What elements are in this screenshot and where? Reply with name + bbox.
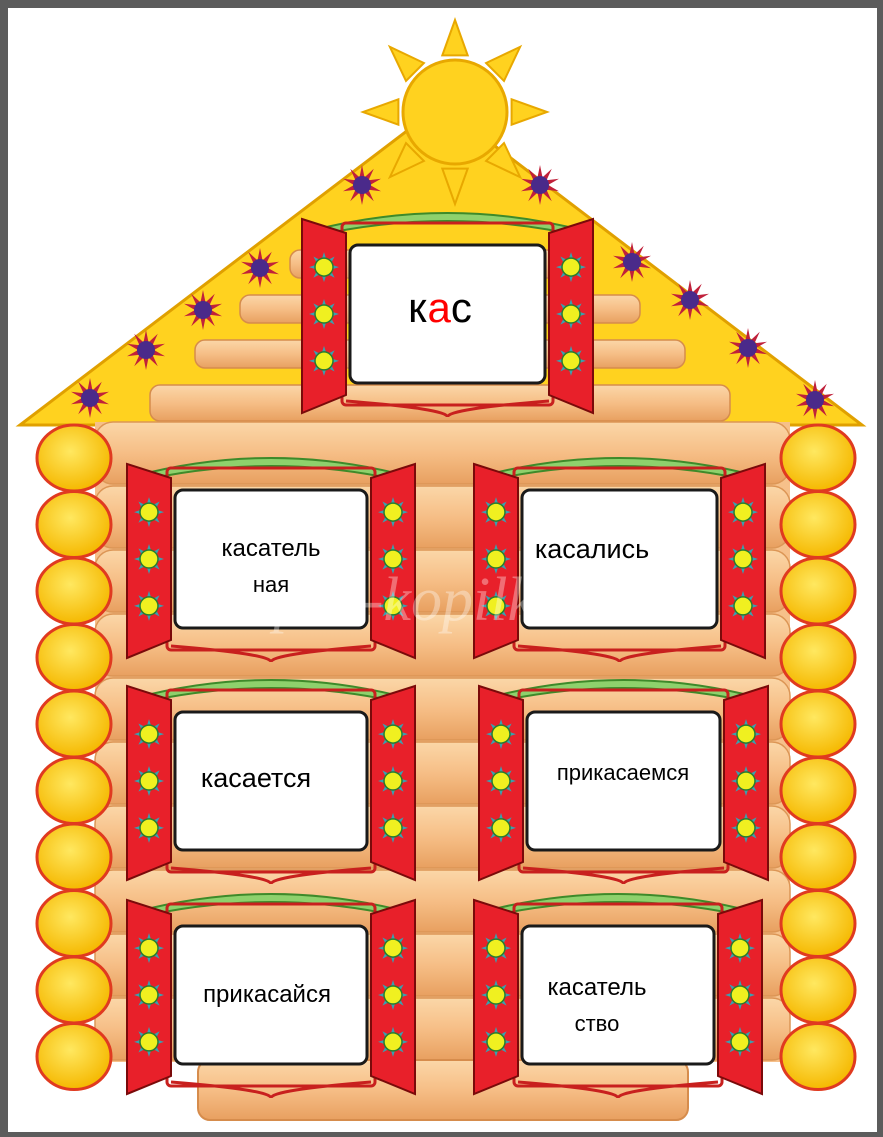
- window-word-line2: ство: [575, 1011, 620, 1036]
- shutter-flower-center: [384, 772, 402, 790]
- log-end: [781, 957, 855, 1023]
- word-highlight-letter: а: [427, 284, 451, 331]
- roof-star-center: [353, 176, 371, 194]
- shutter-flower-center: [731, 986, 749, 1004]
- shutter-flower-center: [487, 986, 505, 1004]
- shutter-flower-center: [140, 939, 158, 957]
- window-word-line1: касается: [201, 763, 311, 793]
- shutter-flower-center: [140, 1033, 158, 1051]
- log-end: [781, 824, 855, 890]
- log-end: [781, 1024, 855, 1090]
- shutter-flower-center: [140, 597, 158, 615]
- shutter-flower-center: [140, 725, 158, 743]
- shutter-flower-center: [731, 1033, 749, 1051]
- roof-window-word: кас: [408, 284, 472, 331]
- sun-icon: [363, 20, 547, 204]
- roof-star-center: [623, 253, 641, 271]
- roof-star-center: [137, 341, 155, 359]
- shutter-flower-center: [734, 550, 752, 568]
- log-end: [781, 758, 855, 824]
- roof-star-center: [194, 301, 212, 319]
- roof-star-center: [739, 339, 757, 357]
- shutter-flower-center: [140, 819, 158, 837]
- shutter-flower-center: [731, 939, 749, 957]
- shutter-flower-center: [734, 597, 752, 615]
- log-end: [781, 891, 855, 957]
- shutter-flower-center: [384, 939, 402, 957]
- shutter-flower-center: [384, 819, 402, 837]
- roof-star-center: [806, 391, 824, 409]
- window-word-line1: касались: [535, 534, 649, 564]
- log-end: [37, 558, 111, 624]
- shutter-flower-center: [562, 258, 580, 276]
- shutter-flower-center: [140, 986, 158, 1004]
- shutter-flower-center: [562, 352, 580, 370]
- window-word-line1: прикасаемся: [557, 760, 689, 785]
- shutter-flower-center: [487, 1033, 505, 1051]
- log-end: [37, 425, 111, 491]
- shutter-flower-center: [140, 550, 158, 568]
- shutter-flower-center: [384, 503, 402, 521]
- log-end: [37, 625, 111, 691]
- log-end: [37, 758, 111, 824]
- shutter-flower-center: [492, 772, 510, 790]
- sun-disc: [403, 60, 507, 164]
- shutter-flower-center: [492, 819, 510, 837]
- log-end: [37, 1024, 111, 1090]
- shutter-flower-center: [737, 725, 755, 743]
- shutter-flower-center: [487, 939, 505, 957]
- log-end: [781, 558, 855, 624]
- log-end: [781, 425, 855, 491]
- log-end: [37, 492, 111, 558]
- word-prefix: к: [408, 284, 427, 331]
- roof-star-center: [81, 389, 99, 407]
- shutter-flower-center: [315, 352, 333, 370]
- log-end: [781, 625, 855, 691]
- word-suffix: с: [451, 284, 472, 331]
- shutter-flower-center: [384, 1033, 402, 1051]
- log-end: [781, 691, 855, 757]
- shutter-flower-center: [315, 305, 333, 323]
- shutter-flower-center: [487, 503, 505, 521]
- foundation-log: [198, 1060, 688, 1120]
- attic-log: [150, 385, 730, 421]
- log-end: [37, 691, 111, 757]
- shutter-flower-center: [737, 819, 755, 837]
- window-word-line1: касатель: [222, 535, 321, 562]
- window-word-line1: касатель: [548, 974, 647, 1001]
- log-end: [37, 891, 111, 957]
- log-end: [781, 492, 855, 558]
- shutter-flower-center: [492, 725, 510, 743]
- log-end: [37, 957, 111, 1023]
- shutter-flower-center: [734, 503, 752, 521]
- shutter-flower-center: [562, 305, 580, 323]
- roof-star-center: [251, 259, 269, 277]
- watermark: ped-kopilka.ru: [269, 566, 636, 634]
- wall-log: [95, 422, 790, 484]
- shutter-flower-center: [140, 772, 158, 790]
- shutter-flower-center: [315, 258, 333, 276]
- window-word-line1: прикасайся: [203, 981, 331, 1008]
- roof-star-center: [531, 176, 549, 194]
- shutter-flower-center: [384, 986, 402, 1004]
- shutter-flower-center: [737, 772, 755, 790]
- shutter-flower-center: [384, 725, 402, 743]
- roof-star-center: [681, 291, 699, 309]
- log-end: [37, 824, 111, 890]
- shutter-flower-center: [140, 503, 158, 521]
